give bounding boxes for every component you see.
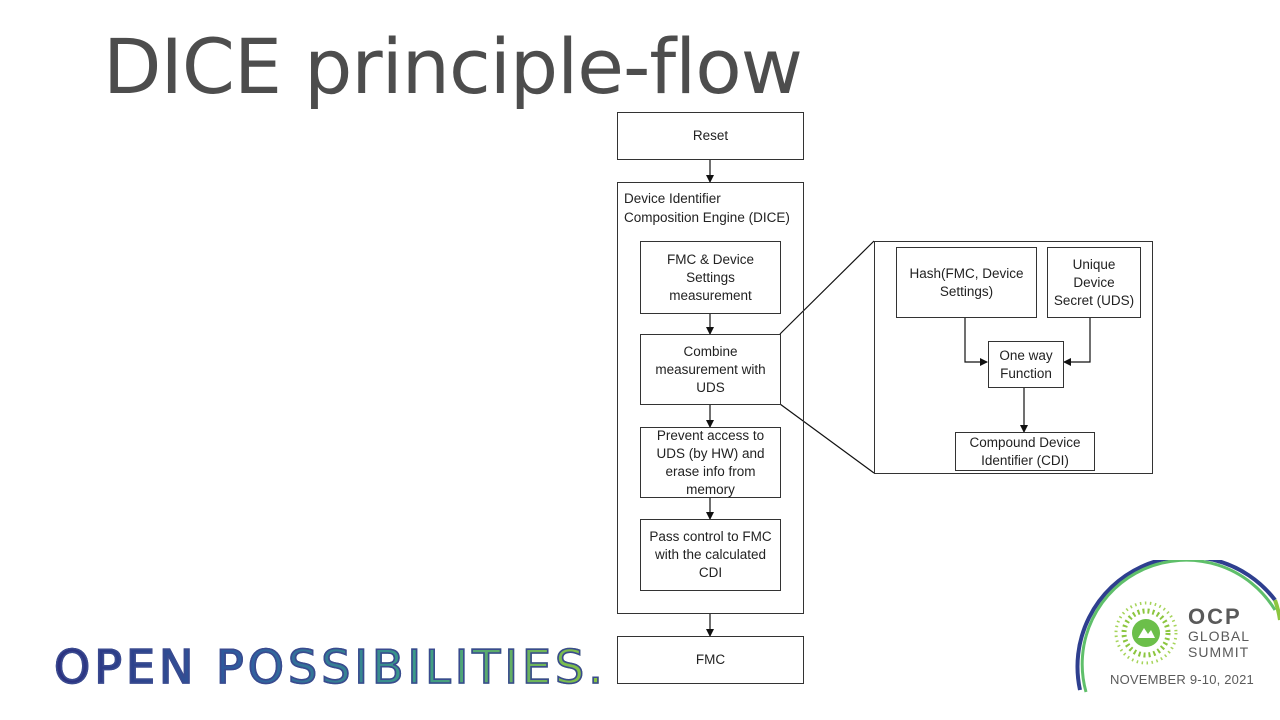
uds-box: Unique Device Secret (UDS) (1047, 247, 1141, 318)
step-combine-box: Combine measurement with UDS (640, 334, 781, 405)
arrow-uds-to-owf (1063, 317, 1091, 366)
dice-container-label: Device Identifier Composition Engine (DI… (624, 191, 790, 225)
ocp-logo-text: OCP GLOBAL SUMMIT (1188, 604, 1251, 661)
zoom-line-bottom (779, 403, 875, 474)
step-pass-control-box: Pass control to FMC with the calculated … (640, 519, 781, 591)
reset-box: Reset (617, 112, 804, 160)
zoom-line-top (779, 240, 875, 335)
ocp-logo-line3: SUMMIT (1188, 644, 1250, 660)
tagline: OPEN POSSIBILITIES. (53, 639, 607, 695)
slide-title: DICE principle-flow (103, 22, 803, 111)
detail-panel (874, 241, 1153, 474)
one-way-function-box: One way Function (988, 341, 1064, 388)
ocp-logo-line1: OCP (1188, 604, 1242, 629)
starburst-icon (1114, 601, 1178, 665)
step-prevent-access-box: Prevent access to UDS (by HW) and erase … (640, 427, 781, 498)
ocp-logo-line2: GLOBAL (1188, 628, 1251, 644)
cdi-box: Compound Device Identifier (CDI) (955, 432, 1095, 471)
fmc-box: FMC (617, 636, 804, 684)
step-measurement-box: FMC & Device Settings measurement (640, 241, 781, 314)
hash-box: Hash(FMC, Device Settings) (896, 247, 1037, 318)
summit-date: NOVEMBER 9-10, 2021 (1110, 672, 1254, 687)
arrow-hash-to-owf (964, 317, 988, 366)
dice-container: Device Identifier Composition Engine (DI… (617, 182, 804, 614)
